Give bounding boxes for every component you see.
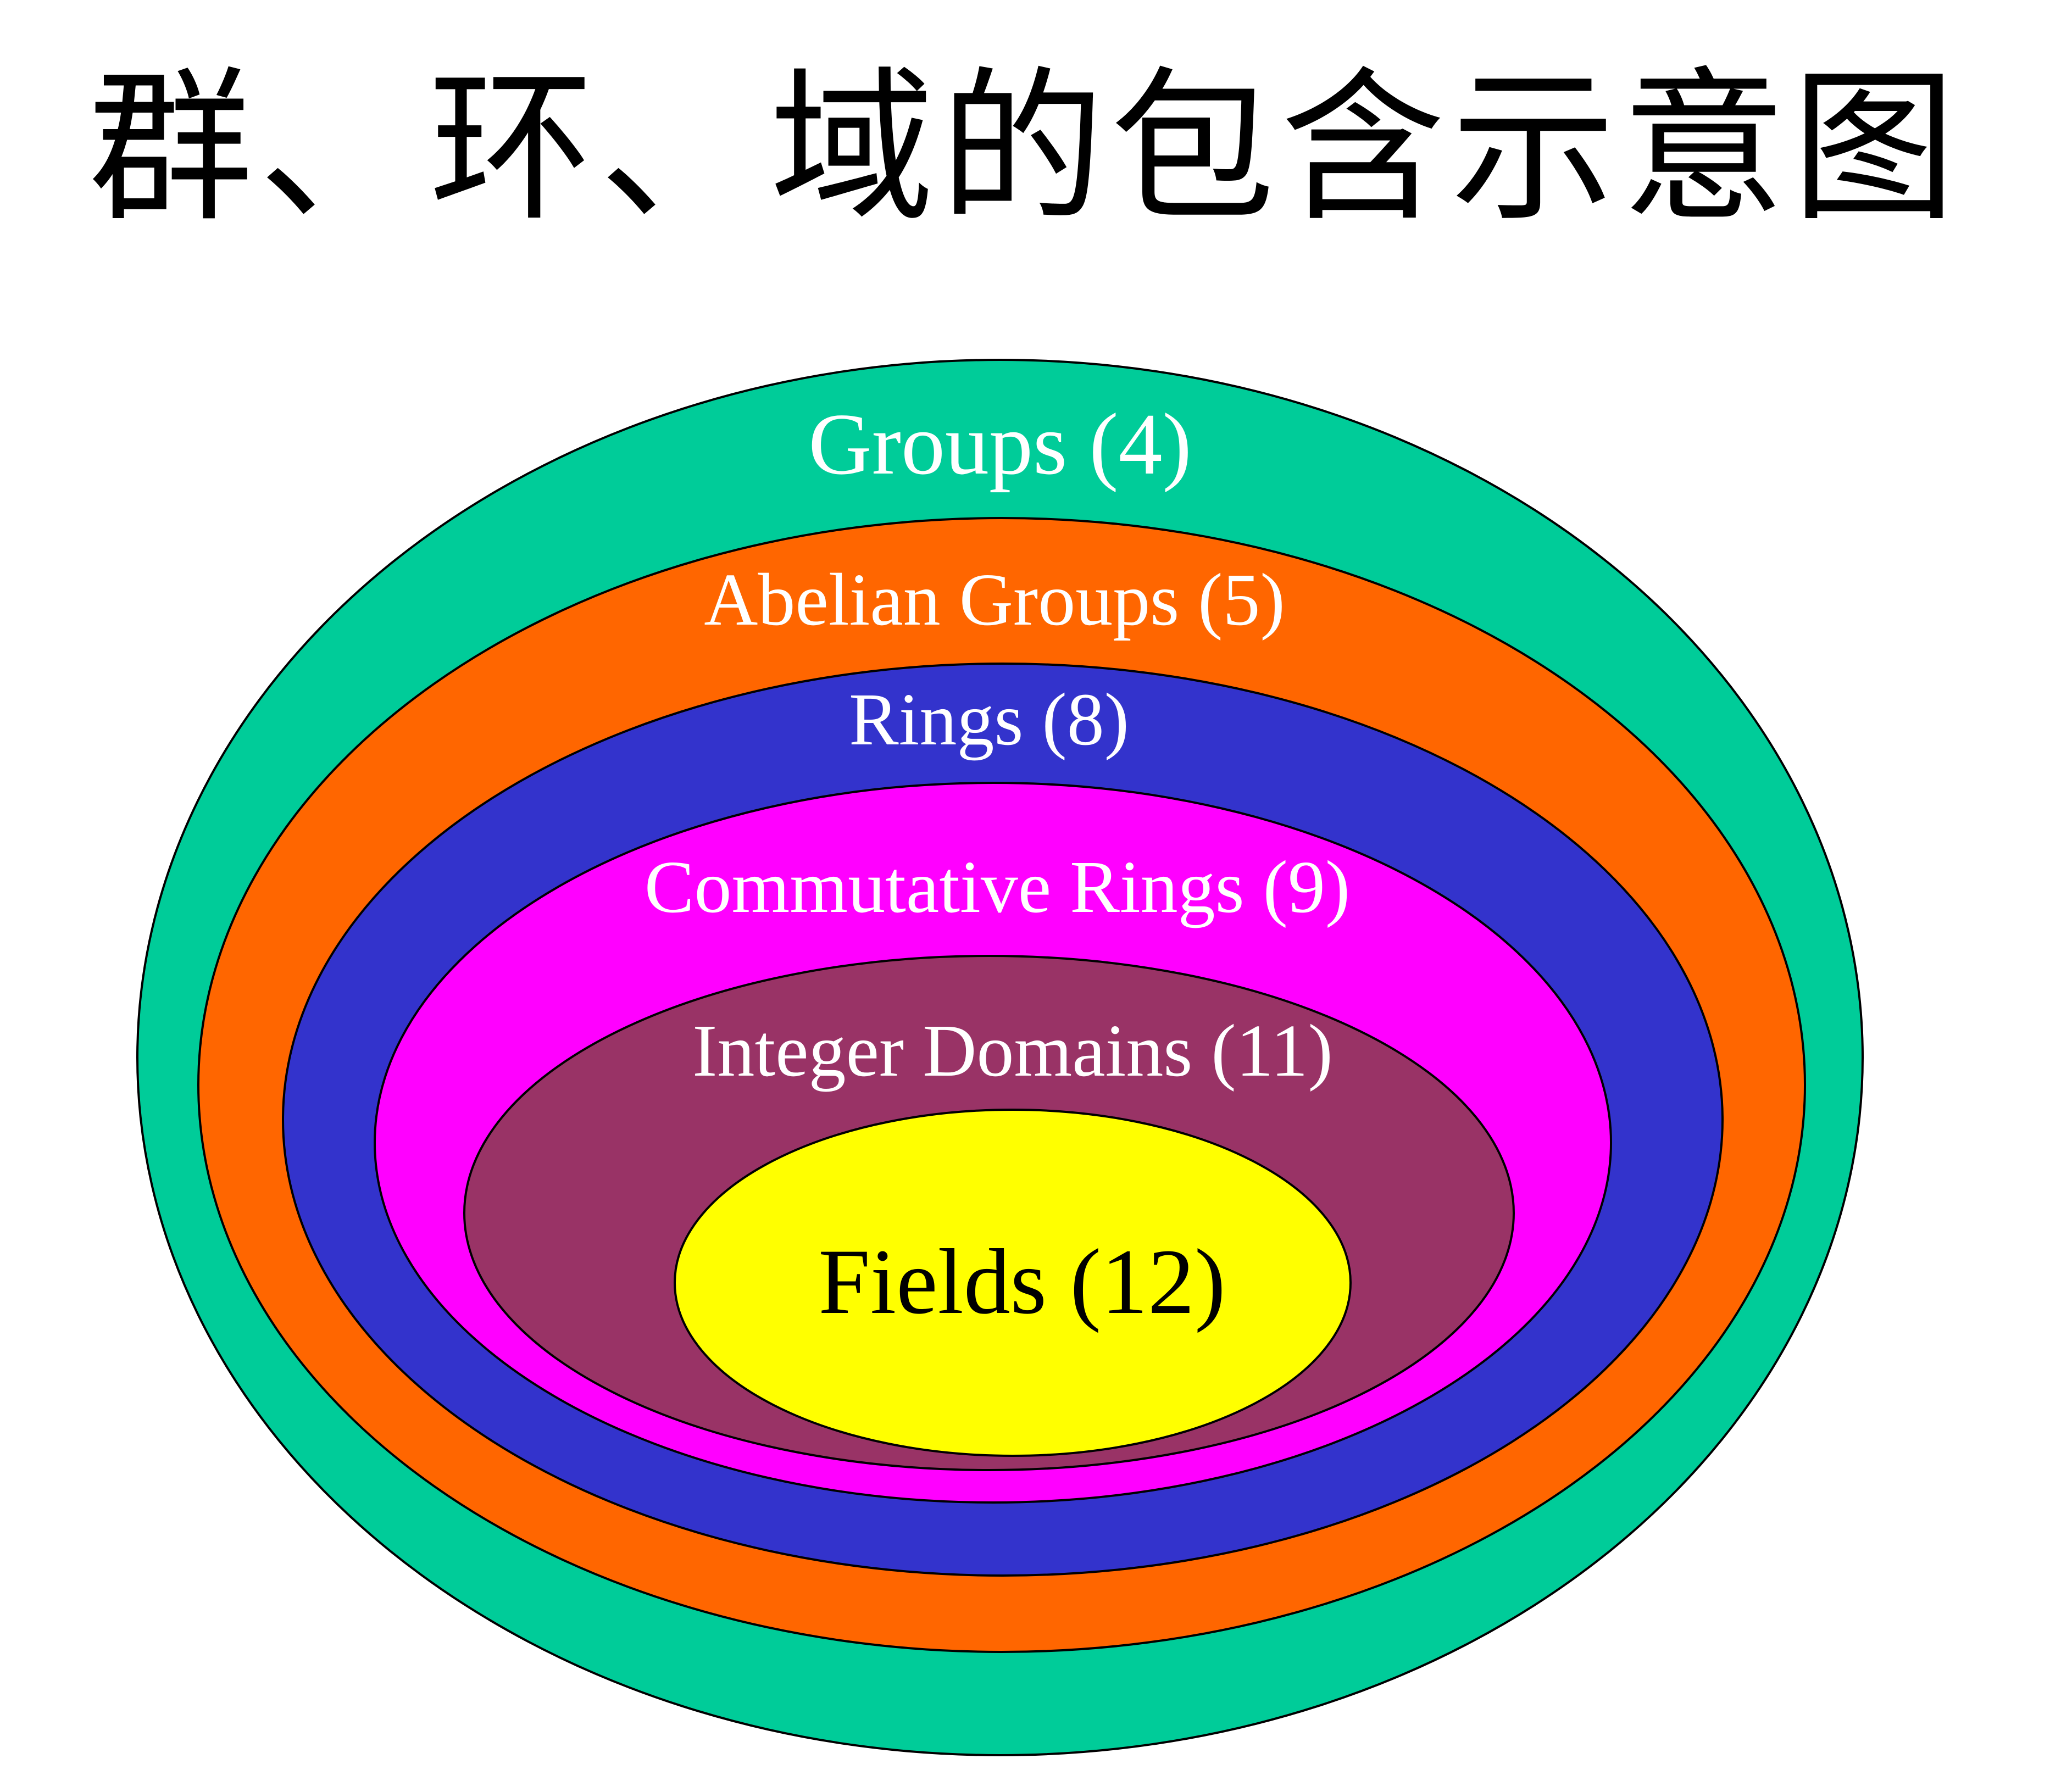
rings-label: Rings (8): [849, 678, 1129, 761]
fields-ellipse: [674, 1109, 1352, 1457]
abelian-groups-label: Abelian Groups (5): [704, 559, 1285, 641]
page-title: 群、环、域的包含示意图: [88, 52, 1962, 244]
groups-label: Groups (4): [808, 395, 1192, 493]
integer-domains-label: Integer Domains (11): [692, 1010, 1333, 1092]
fields-label: Fields (12): [818, 1230, 1225, 1333]
commutative-rings-label: Commutative Rings (9): [645, 846, 1350, 928]
